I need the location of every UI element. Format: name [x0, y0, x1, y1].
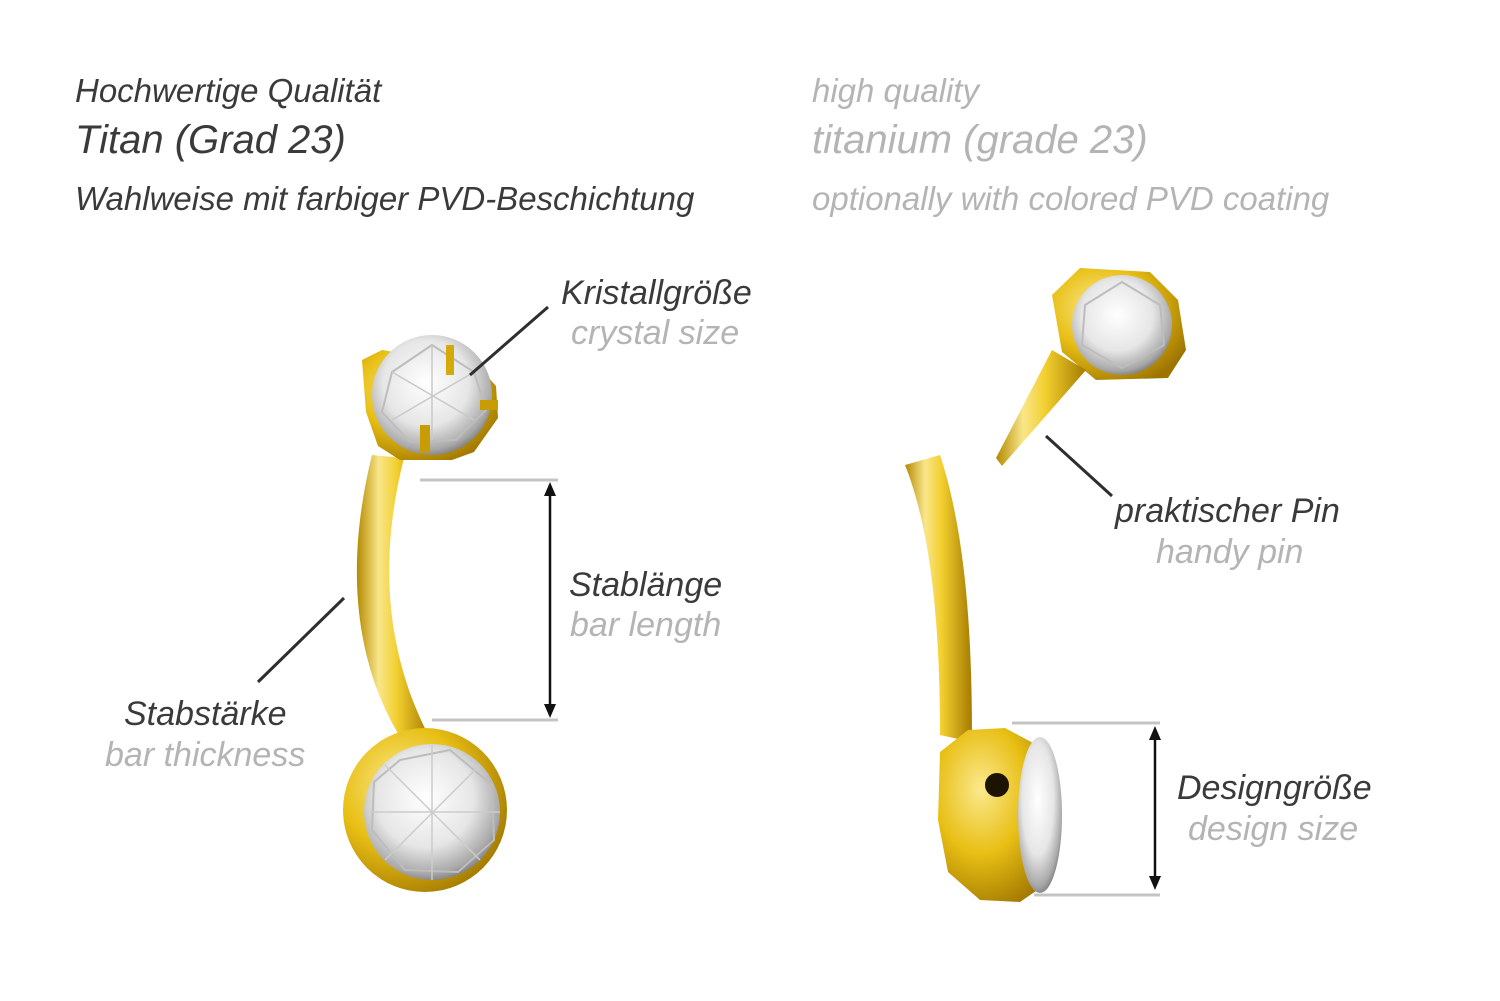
threaded-pin: [996, 350, 1086, 466]
leader-bar-thickness: [256, 596, 346, 684]
crystal-size-label-de: Kristallgröße: [561, 274, 752, 312]
leader-handy-pin: [1044, 434, 1114, 498]
coating-en: optionally with colored PVD coating: [812, 180, 1330, 217]
dimension-arrows: [544, 482, 1161, 890]
curved-bar: [356, 455, 430, 740]
assembled-barbell: [343, 335, 507, 892]
bar-thickness-label-de: Stabstärke: [124, 695, 287, 733]
design-size-label-de: Designgröße: [1177, 769, 1372, 807]
quality-de: Hochwertige Qualität: [75, 72, 382, 109]
bar-length-label-en: bar length: [570, 606, 722, 644]
handy-pin-label-en: handy pin: [1156, 533, 1304, 571]
top-head-crystal: [1072, 275, 1172, 375]
crystal-size-label-en: crystal size: [571, 314, 740, 352]
bar-length-label-de: Stablänge: [569, 566, 723, 604]
quality-en: high quality: [812, 72, 979, 109]
open-curved-bar: [905, 455, 972, 742]
design-size-label-en: design size: [1188, 810, 1359, 848]
material-en: titanium (grade 23): [812, 118, 1148, 162]
leader-lines: [256, 305, 1114, 684]
extension-lines: [420, 478, 1160, 897]
handy-pin-label-de: praktischer Pin: [1115, 492, 1340, 530]
bar-thickness-label-en: bar thickness: [105, 736, 306, 774]
disassembled-barbell: [905, 268, 1186, 902]
coating-de: Wahlweise mit farbiger PVD-Beschichtung: [75, 180, 695, 217]
bottom-side-crystal: [1018, 737, 1062, 893]
leader-crystal-size: [469, 305, 549, 377]
material-de: Titan (Grad 23): [75, 118, 346, 162]
